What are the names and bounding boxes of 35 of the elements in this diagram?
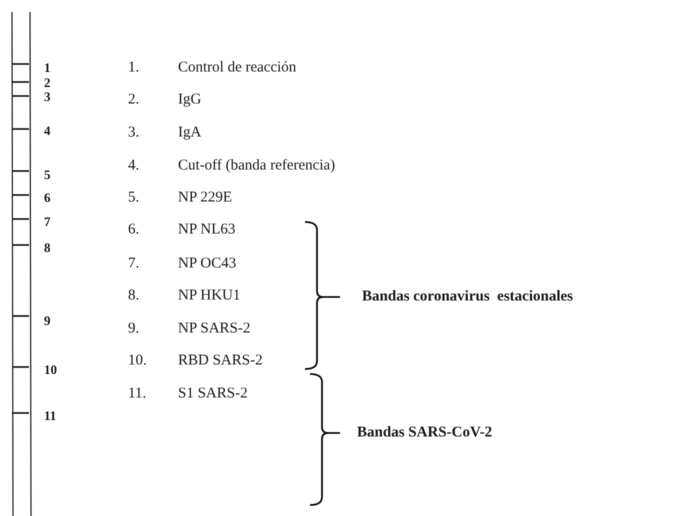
band-number: 9: [44, 314, 50, 327]
list-number: 7.: [128, 256, 140, 272]
band-number: 4: [44, 124, 50, 137]
list-number: 1.: [128, 60, 140, 76]
band-number: 11: [44, 409, 56, 422]
list-number: 4.: [128, 158, 140, 174]
band-number: 1: [44, 61, 50, 74]
band-number: 7: [44, 215, 50, 228]
band-label: Control de reacción: [178, 60, 296, 76]
band-label: IgA: [178, 126, 202, 140]
band-label: NP HKU1: [178, 288, 240, 304]
group-label: Bandas coronavirus estacionales: [362, 290, 573, 304]
list-number: 6.: [128, 222, 140, 238]
list-number: 8.: [128, 288, 140, 304]
group-label: Bandas SARS-CoV-2: [357, 426, 492, 440]
band-label: Cut-off (banda referencia): [178, 158, 336, 174]
band-label: RBD SARS-2: [178, 354, 263, 368]
list-number: 3.: [128, 126, 140, 140]
band-label: NP OC43: [178, 256, 236, 272]
list-number: 11.: [128, 386, 146, 402]
band-label: NP SARS-2: [178, 322, 250, 336]
band-label: NP 229E: [178, 190, 232, 206]
list-number: 2.: [128, 92, 140, 108]
band-number: 10: [44, 363, 57, 376]
band-number: 3: [44, 90, 50, 103]
list-number: 9.: [128, 322, 140, 336]
band-number: 8: [44, 241, 50, 254]
band-number: 2: [44, 76, 50, 89]
band-number: 6: [44, 191, 50, 204]
list-number: 10.: [128, 354, 147, 368]
list-number: 5.: [128, 190, 140, 206]
band-label: S1 SARS-2: [178, 386, 248, 402]
band-number: 5: [44, 168, 50, 181]
band-label: IgG: [178, 92, 202, 108]
band-label: NP NL63: [178, 222, 236, 238]
